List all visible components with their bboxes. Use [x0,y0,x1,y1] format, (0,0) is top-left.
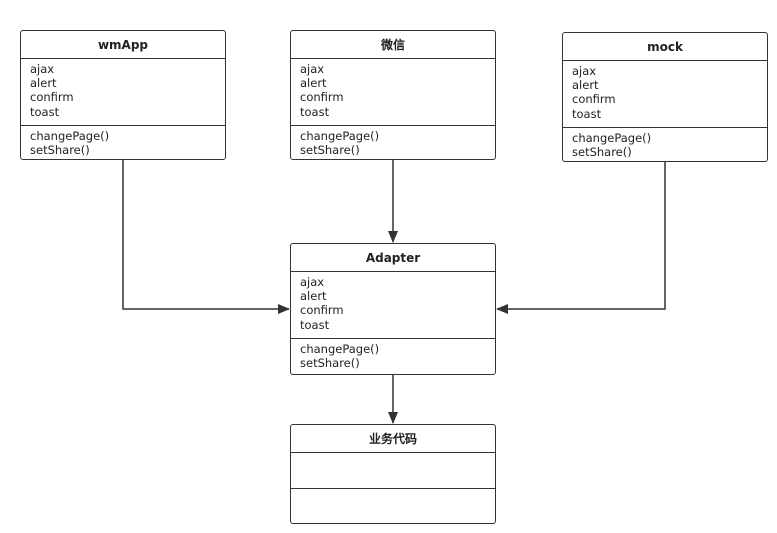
class-name: Adapter [291,244,495,272]
class-box-wechat[interactable]: 微信 ajax alert confirm toast changePage()… [290,30,496,160]
class-name: 业务代码 [291,425,495,453]
attribute: ajax [300,275,325,289]
attribute: confirm [30,90,74,105]
connector-mock-to-adapter [496,162,666,314]
attribute: ajax [300,62,325,76]
attributes-section [291,453,495,489]
class-name: mock [563,33,767,61]
attribute: alert [300,76,327,91]
attribute: toast [572,106,602,121]
attributes-section: ajax alert confirm toast [563,61,767,128]
class-box-adapter[interactable]: Adapter ajax alert confirm toast changeP… [290,243,496,375]
class-box-wmapp[interactable]: wmApp ajax alert confirm toast changePag… [20,30,226,160]
operation: changePage() [30,129,110,143]
operations-section [291,489,495,523]
attributes-section: ajax alert confirm toast [291,272,495,339]
attribute: toast [300,104,330,119]
attributes-section: ajax alert confirm toast [21,59,225,126]
attribute: alert [30,76,57,91]
class-name: 微信 [291,31,495,59]
attribute: toast [30,104,60,119]
operation: setShare() [300,143,360,158]
attribute: confirm [300,90,344,105]
class-box-mock[interactable]: mock ajax alert confirm toast changePage… [562,32,768,162]
operation: setShare() [300,356,360,371]
class-name: wmApp [21,31,225,59]
connector-wmapp-to-adapter [122,160,290,314]
attribute: confirm [572,92,616,107]
operation: changePage() [300,342,380,356]
operations-section: changePage() setShare() [21,126,225,159]
attribute: ajax [30,62,55,76]
operation: setShare() [30,143,90,158]
attribute: toast [300,317,330,332]
attribute: alert [300,289,327,304]
attribute: confirm [300,303,344,318]
operations-section: changePage() setShare() [563,128,767,161]
operations-section: changePage() setShare() [291,126,495,159]
operation: setShare() [572,145,632,160]
attribute: alert [572,78,599,93]
attributes-section: ajax alert confirm toast [291,59,495,126]
operations-section: changePage() setShare() [291,339,495,373]
operation: changePage() [300,129,380,143]
attribute: ajax [572,64,597,78]
operation: changePage() [572,131,652,145]
class-box-business-code[interactable]: 业务代码 [290,424,496,524]
